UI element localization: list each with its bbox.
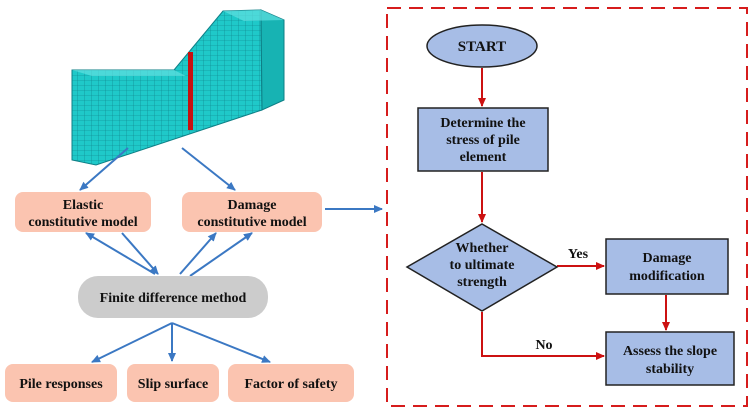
damage-model-line1: Damage <box>228 198 277 213</box>
arrow-method-to-damage <box>179 232 217 275</box>
damage-modification-node: Damage modification <box>605 238 729 295</box>
assess-line1: Assess the slope <box>623 344 717 359</box>
finite-difference-box: Finite difference method <box>78 276 268 318</box>
assess-stability-node: Assess the slope stability <box>605 331 735 386</box>
pile-element <box>188 52 193 130</box>
stress-node: Determine the stress of pile element <box>417 107 549 172</box>
factor-of-safety-box: Factor of safety <box>228 364 354 402</box>
arrow-method-to-pile-responses <box>91 322 173 363</box>
stress-line2: stress of pile <box>446 133 520 148</box>
slope-mesh-illustration <box>71 9 285 166</box>
damage-model-box: Damage constitutive model <box>182 192 322 232</box>
arrow-method-to-factor-of-safety <box>171 322 271 363</box>
elastic-model-line1: Elastic <box>63 198 103 213</box>
arrow-damage-to-method <box>189 232 253 277</box>
factor-of-safety-label: Factor of safety <box>244 377 337 392</box>
decision-line1: Whether <box>456 241 509 256</box>
decision-node: Whether to ultimate strength <box>405 223 559 312</box>
damage-mod-line2: modification <box>629 269 705 284</box>
start-label: START <box>458 39 506 55</box>
pile-responses-label: Pile responses <box>19 377 103 392</box>
arrow-mesh-to-elastic <box>79 147 129 191</box>
elastic-model-box: Elastic constitutive model <box>15 192 151 232</box>
slip-surface-box: Slip surface <box>127 364 219 402</box>
flowchart-arrows <box>478 68 670 360</box>
yes-label: Yes <box>568 247 589 262</box>
damage-model-line2: constitutive model <box>197 215 306 230</box>
pile-responses-box: Pile responses <box>5 364 117 402</box>
elastic-model-line2: constitutive model <box>28 215 137 230</box>
arrow-decision-to-assess <box>481 312 605 360</box>
decision-line2: to ultimate <box>450 258 515 273</box>
finite-difference-label: Finite difference method <box>100 291 247 306</box>
arrow-elastic-to-method <box>121 232 159 275</box>
arrow-method-to-elastic <box>85 232 156 275</box>
start-node: START <box>426 24 538 68</box>
stress-line3: element <box>460 150 507 165</box>
stress-line1: Determine the <box>440 116 525 131</box>
arrow-mesh-to-damage <box>181 147 236 191</box>
left-arrows <box>79 147 383 363</box>
assess-line2: stability <box>646 362 694 377</box>
no-label: No <box>535 338 552 353</box>
flowchart-dashed-border <box>386 7 748 407</box>
decision-line3: strength <box>457 275 507 290</box>
damage-mod-line1: Damage <box>643 251 692 266</box>
slip-surface-label: Slip surface <box>138 377 208 392</box>
